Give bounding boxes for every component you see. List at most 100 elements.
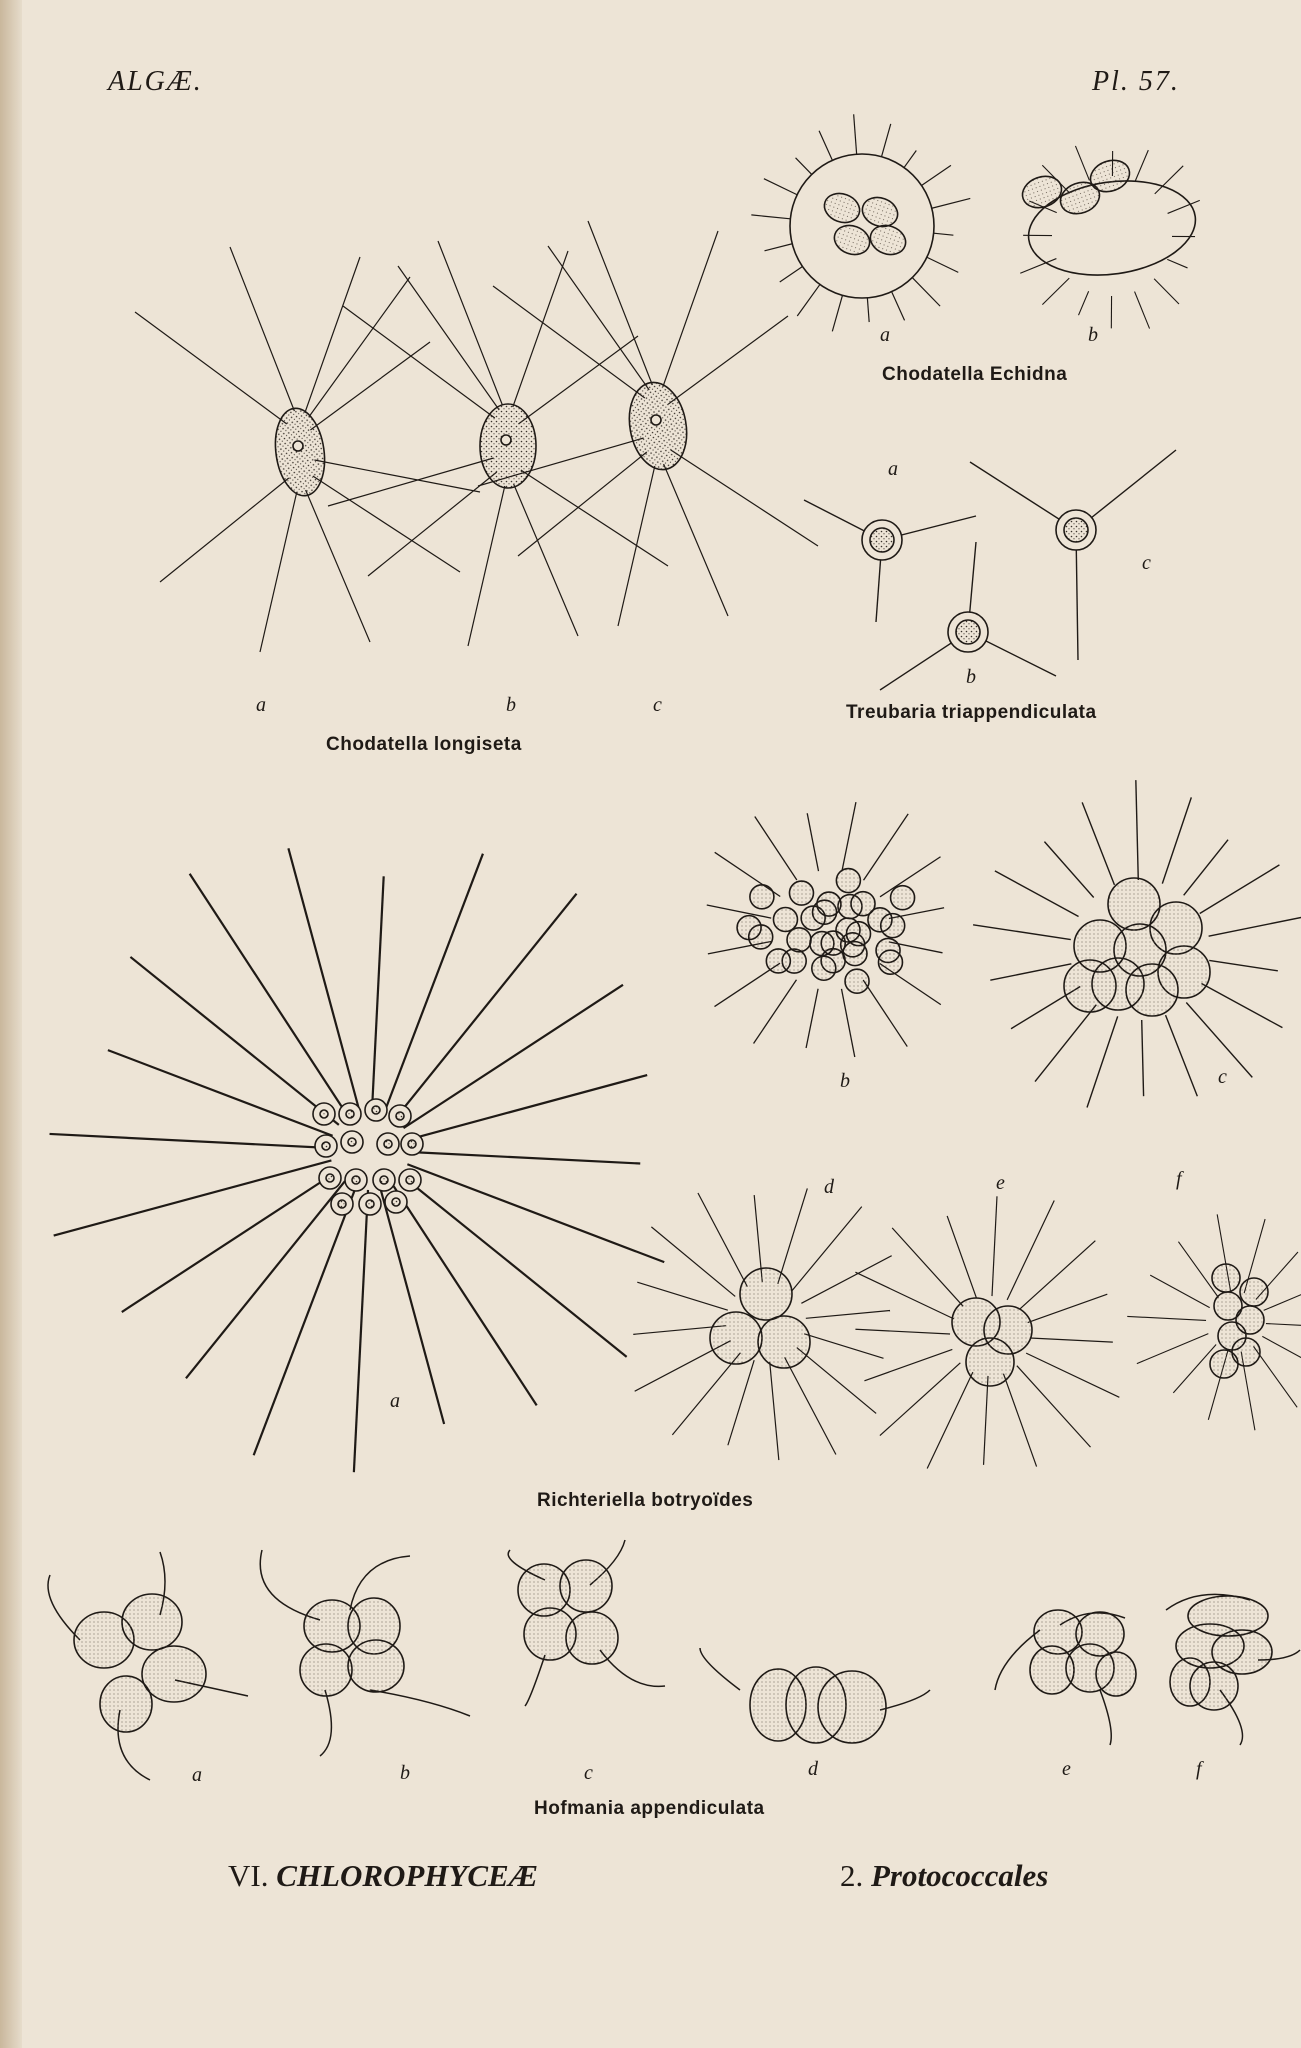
seta [982,1375,989,1465]
seta [769,1361,780,1461]
class-name: CHLOROPHYCEÆ [276,1858,538,1893]
figure-letter: a [880,324,890,346]
figure-letter: d [808,1758,818,1780]
seta [1263,1294,1301,1311]
seta [862,979,908,1047]
figure-letter: b [506,694,516,716]
richteriella-cell [1213,1291,1243,1321]
seta [650,1226,736,1297]
seta [791,1206,863,1292]
hofmania-appendage [47,1574,81,1641]
richteriella-nucleus [407,1139,417,1149]
echidna-cell [869,224,907,256]
hofmania-cell [299,1643,353,1697]
seta [513,483,579,637]
seta [310,341,431,431]
richteriella-nucleus [365,1199,375,1209]
richteriella-nucleus [345,1109,355,1119]
richteriella-cell [786,927,812,953]
figure-letter: a [192,1764,202,1786]
seta [287,848,361,1112]
seta [662,230,719,388]
richteriella-cell [757,1315,811,1369]
seta [367,471,498,577]
seta [1136,1333,1209,1365]
seta [753,1194,763,1283]
echidna-cell [833,224,871,256]
class-numeral: VI. [228,1858,269,1893]
richteriella-cell [765,948,792,974]
seta [754,816,798,881]
figure-letter: b [1088,324,1098,346]
seta [314,459,481,493]
richteriella-nucleus [405,1175,415,1185]
seta [1185,1002,1253,1078]
figure-letter: c [1142,552,1151,574]
seta [1075,529,1079,661]
richteriella-nucleus [325,1173,335,1183]
seta [409,1150,641,1165]
seta [727,1360,755,1446]
seta [406,1163,665,1264]
seta [107,1049,334,1137]
seta [779,266,803,283]
seta [408,1073,648,1141]
seta [697,1192,748,1287]
figure-letter: f [1176,1168,1182,1190]
seta [259,491,298,653]
richteriella-cell [877,949,904,976]
figure-letter: d [824,1176,834,1198]
hofmania-cell [99,1675,153,1733]
seta [308,276,411,418]
richteriella-nucleus [337,1199,347,1209]
plate-class-heading: VI. CHLOROPHYCEÆ [228,1858,538,1894]
seta [305,489,371,643]
seta [1016,1365,1091,1448]
richteriella-cell [1239,1277,1269,1307]
order-numeral: 2. [840,1858,864,1893]
seta [53,1159,332,1237]
richteriella-cell [1063,959,1117,1013]
hofmania-appendage [319,1689,333,1757]
richteriella-cell [879,912,906,939]
richteriella-cell [816,891,842,917]
figure-letter: c [653,694,662,716]
richteriella-cell [772,906,799,933]
seta [1006,1200,1055,1301]
hofmania-appendage [699,1647,741,1691]
seta [706,904,772,919]
seta [1209,959,1278,972]
richteriella-nucleus [383,1139,393,1149]
seta [1002,1373,1038,1467]
book-binding-edge [0,0,22,2048]
hofmania-cell [121,1593,183,1651]
figure-letter: e [1062,1758,1071,1780]
seta [801,1255,892,1304]
seta [587,220,653,386]
seta [1141,1019,1145,1097]
seta [517,451,648,557]
caption-hofmania-appendiculata: Hofmania appendiculata [534,1798,765,1819]
echidna-cell [823,192,861,224]
pyrenoid [292,440,304,452]
hofmania-appendage [879,1689,931,1711]
hofmania-cell [141,1645,207,1703]
caption-chodatella-echidna: Chodatella Echidna [882,364,1068,385]
seta [818,130,833,161]
treubaria-chloroplast [869,527,895,553]
seta [1074,145,1090,181]
seta [342,305,496,419]
seta [1154,165,1184,195]
seta [1164,1014,1198,1097]
seta [1077,291,1090,316]
seta [668,315,789,405]
richteriella-nucleus [395,1111,405,1121]
seta [492,285,646,399]
plate-section-title: ALGÆ. [108,66,203,97]
seta [185,1180,346,1380]
seta [903,150,917,168]
seta [379,1188,446,1425]
seta [520,469,669,567]
seta [312,475,461,573]
